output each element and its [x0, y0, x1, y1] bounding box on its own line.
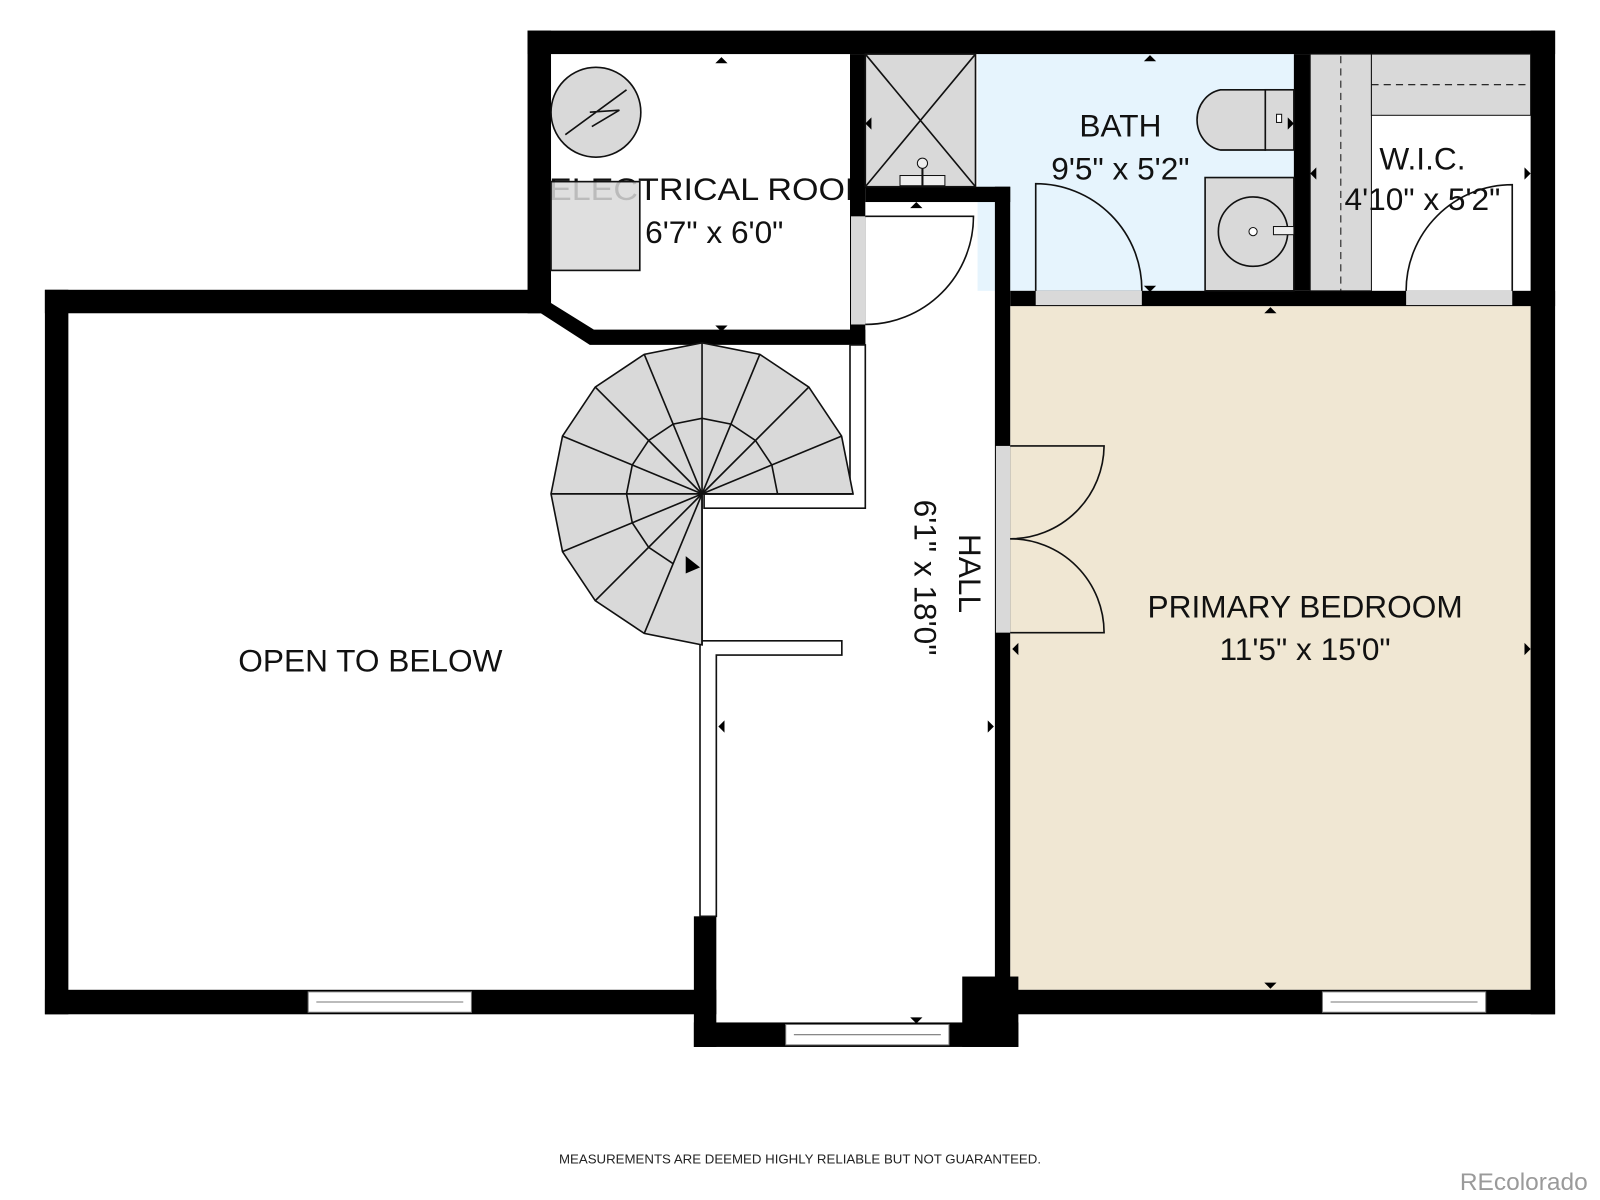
furnace	[550, 180, 641, 272]
electrical-door	[851, 215, 975, 326]
stair-walkline	[625, 417, 779, 565]
room-dim-hall: 6'1" x 18'0"	[907, 500, 943, 656]
bath-door	[1034, 182, 1143, 306]
room-name-bath: BATH	[1079, 108, 1161, 144]
electrical-symbol-icon	[564, 89, 628, 136]
room-name-primary-bedroom: PRIMARY BEDROOM	[1148, 588, 1463, 624]
room-name-hall: HALL	[952, 534, 988, 613]
room-dim-primary-bedroom: 11'5" x 15'0"	[1220, 631, 1391, 667]
primary-bedroom-floor	[1010, 306, 1531, 990]
windows	[307, 991, 1487, 1046]
toilet-icon	[1196, 88, 1295, 151]
stair-direction-arrow-icon	[685, 556, 700, 574]
room-name-wic: W.I.C.	[1379, 140, 1465, 176]
brand-watermark: REcolorado	[1460, 1169, 1588, 1196]
shower-icon	[864, 53, 977, 188]
bedroom-double-door	[995, 445, 1105, 634]
room-dim-bath: 9'5" x 5'2"	[1051, 151, 1189, 187]
room-dim-wic: 4'10" x 5'2"	[1345, 181, 1501, 217]
dimension-markers	[715, 55, 1531, 1024]
room-dim-electrical: 6'7" x 6'0"	[645, 214, 783, 250]
wic-shelves	[1309, 53, 1532, 292]
room-name-open-to-below: OPEN TO BELOW	[238, 642, 502, 678]
sink-icon	[1204, 176, 1295, 292]
spiral-staircase	[550, 342, 855, 646]
disclaimer: MEASUREMENTS ARE DEEMED HIGHLY RELIABLE …	[559, 1151, 1041, 1166]
wic-door	[1405, 183, 1514, 306]
